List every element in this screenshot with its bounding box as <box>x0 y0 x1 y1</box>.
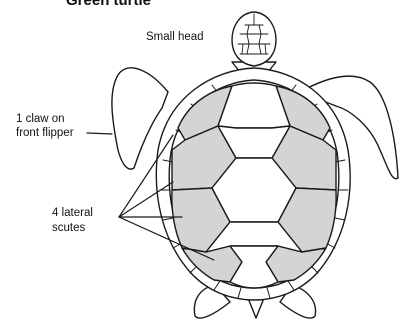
scutes-label-line1: 4 lateral <box>52 206 93 220</box>
claw-label-line2: front flipper <box>16 126 74 140</box>
tail <box>248 298 264 318</box>
scutes-label-line2: scutes <box>52 221 85 235</box>
head-label: Small head <box>146 30 204 44</box>
claw-pointer-line <box>87 133 112 134</box>
claw-label-line1: 1 claw on <box>16 112 65 126</box>
